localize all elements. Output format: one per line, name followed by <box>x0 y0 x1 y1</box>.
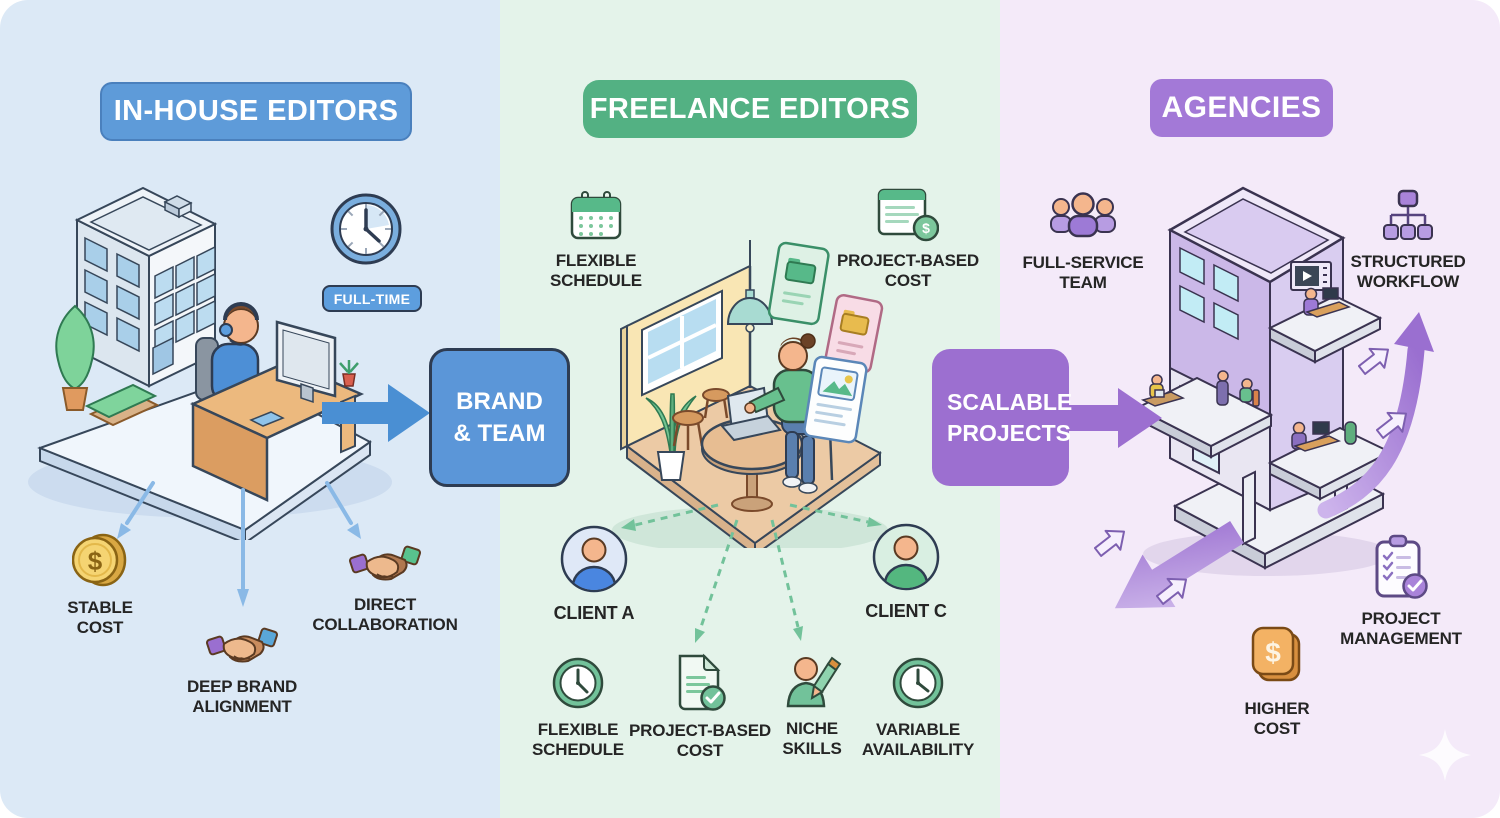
dollar-square-icon: $ <box>1251 626 1301 682</box>
agencies-header: AGENCIES <box>1150 79 1333 137</box>
feature-stable-cost: $ STABLE COST <box>44 531 156 638</box>
small-up-arrow-icon <box>1376 411 1408 439</box>
calendar-icon <box>570 191 622 240</box>
feature-structured-workflow: STRUCTURED WORKFLOW <box>1346 189 1470 292</box>
sparkle-icon <box>1419 729 1471 781</box>
feature-project-management: PROJECT MANAGEMENT <box>1336 534 1466 649</box>
feature-project-based-cost-top: $ PROJECT-BASED COST <box>835 188 981 291</box>
agency-building-illustration <box>1134 186 1393 576</box>
clock-icon <box>330 193 402 265</box>
brand-team-line2: & TEAM <box>453 419 546 447</box>
freelance-header: FREELANCE EDITORS <box>583 80 917 138</box>
freelance-client-arrows <box>621 503 882 643</box>
feature-flexible-schedule-bottom: FLEXIBLE SCHEDULE <box>516 655 640 760</box>
feature-label: DEEP BRAND ALIGNMENT <box>186 677 298 716</box>
growth-curve-arrow <box>1317 312 1434 519</box>
feature-label: PROJECT MANAGEMENT <box>1340 609 1462 648</box>
invoice-dollar-icon: $ <box>877 188 939 242</box>
editor-pencil-icon <box>786 656 842 708</box>
agencies-flow-arrow <box>1066 388 1162 448</box>
inhouse-flow-arrow <box>322 384 430 442</box>
feature-variable-availability: VARIABLE AVAILABILITY <box>853 655 983 760</box>
small-up-arrow-icon <box>1358 347 1390 375</box>
client-label: CLIENT C <box>865 601 947 621</box>
clock-icon <box>552 657 604 709</box>
dollar-glyph: $ <box>1265 637 1281 668</box>
feature-label: FLEXIBLE SCHEDULE <box>550 251 642 290</box>
scalable-projects-line1: SCALABLE <box>947 389 1073 416</box>
feature-label: STABLE COST <box>67 598 133 637</box>
home-office-illustration <box>612 240 888 548</box>
feature-niche-skills: NICHE SKILLS <box>761 654 863 759</box>
inhouse-header: IN-HOUSE EDITORS <box>100 82 412 141</box>
feature-full-service-team: FULL-SERVICE TEAM <box>1021 192 1145 293</box>
team-icon <box>1050 192 1116 238</box>
clipboard-check-icon <box>1375 534 1428 599</box>
document-check-icon <box>678 653 726 711</box>
person-avatar-icon <box>872 523 940 591</box>
full-time-badge-label: FULL-TIME <box>333 290 411 307</box>
full-time-badge: FULL-TIME <box>322 285 422 312</box>
feature-label: STRUCTURED WORKFLOW <box>1350 252 1466 291</box>
feature-label: FLEXIBLE SCHEDULE <box>532 720 624 759</box>
feature-direct-collaboration: DIRECT COLLABORATION <box>310 536 460 635</box>
feature-higher-cost: $ HIGHER COST <box>1226 626 1328 739</box>
scalable-projects-line2: PROJECTS <box>947 419 1071 446</box>
client-label: CLIENT A <box>553 603 635 623</box>
feature-label: PROJECT-BASED COST <box>629 721 771 760</box>
person-avatar-icon <box>560 525 628 593</box>
dollar-glyph: $ <box>922 220 930 236</box>
feature-label: VARIABLE AVAILABILITY <box>861 720 975 759</box>
scale-out-arrow <box>1114 520 1244 609</box>
inhouse-title: IN-HOUSE EDITORS <box>113 95 399 127</box>
agencies-title: AGENCIES <box>1161 91 1322 124</box>
small-up-arrow-icon <box>1094 529 1126 557</box>
coin-icon: $ <box>72 533 127 587</box>
clock-icon <box>892 657 944 709</box>
client-c: CLIENT C <box>856 522 956 622</box>
office-building-illustration <box>28 186 392 540</box>
org-chart-icon <box>1383 189 1433 240</box>
feature-flexible-schedule-top: FLEXIBLE SCHEDULE <box>544 190 648 291</box>
feature-deep-brand-alignment: DEEP BRAND ALIGNMENT <box>176 618 308 717</box>
feature-project-based-cost-bottom: PROJECT-BASED COST <box>627 652 773 761</box>
freelance-title: FREELANCE EDITORS <box>589 92 911 125</box>
inhouse-benefit-arrows <box>117 481 361 607</box>
scalable-projects-box: SCALABLE PROJECTS <box>932 349 1073 486</box>
feature-label: NICHE SKILLS <box>782 719 842 758</box>
brand-team-box: BRAND & TEAM <box>429 348 570 487</box>
small-up-arrow-icon <box>1156 577 1188 605</box>
feature-label: PROJECT-BASED COST <box>837 251 979 290</box>
handshake-icon <box>206 627 278 663</box>
dollar-glyph: $ <box>88 546 103 576</box>
client-a: CLIENT A <box>544 524 644 624</box>
handshake-icon <box>349 545 421 581</box>
feature-label: HIGHER COST <box>1244 699 1310 738</box>
brand-team-line1: BRAND <box>456 387 543 415</box>
feature-label: FULL-SERVICE TEAM <box>1022 253 1144 292</box>
feature-label: DIRECT COLLABORATION <box>312 595 458 634</box>
